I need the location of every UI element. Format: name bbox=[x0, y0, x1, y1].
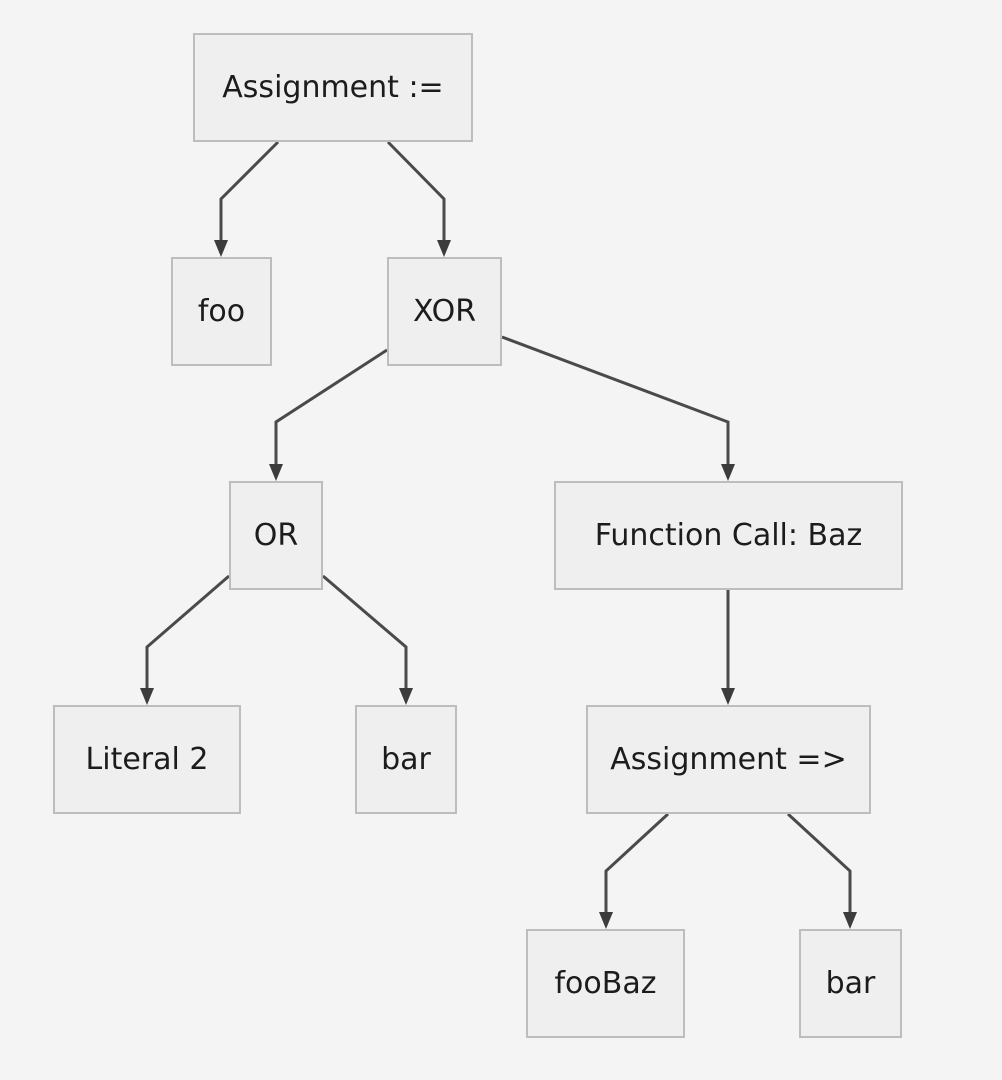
arrowhead-icon bbox=[721, 688, 735, 705]
edge-line bbox=[501, 335, 730, 464]
edge-assignment-arrow-to-foobaz bbox=[599, 812, 670, 929]
node-function-call: Function Call: Baz bbox=[554, 481, 903, 590]
arrowhead-icon bbox=[843, 912, 857, 929]
node-foobaz: fooBaz bbox=[526, 929, 685, 1038]
edge-or-to-bar-left bbox=[322, 574, 413, 705]
edge-line bbox=[386, 140, 446, 240]
node-literal-2: Literal 2 bbox=[53, 705, 241, 814]
node-foo: foo bbox=[171, 257, 272, 366]
arrowhead-icon bbox=[599, 912, 613, 929]
edge-line bbox=[604, 812, 670, 912]
edge-line bbox=[786, 812, 852, 912]
node-assignment-arrow: Assignment => bbox=[586, 705, 871, 814]
arrowhead-icon bbox=[437, 240, 451, 257]
node-assignment-root: Assignment := bbox=[193, 33, 473, 142]
arrowhead-icon bbox=[399, 688, 413, 705]
arrowhead-icon bbox=[269, 464, 283, 481]
edge-line bbox=[322, 574, 408, 688]
edge-assignment-to-xor bbox=[386, 140, 451, 257]
arrowhead-icon bbox=[214, 240, 228, 257]
edge-or-to-literal-2 bbox=[140, 574, 230, 705]
edge-line bbox=[219, 140, 280, 240]
node-xor: XOR bbox=[387, 257, 502, 366]
edge-assignment-arrow-to-bar-right bbox=[786, 812, 857, 929]
edge-assignment-to-foo bbox=[214, 140, 280, 257]
edge-xor-to-function-call bbox=[501, 335, 735, 481]
arrowhead-icon bbox=[721, 464, 735, 481]
arrowhead-icon bbox=[140, 688, 154, 705]
edge-line bbox=[145, 574, 230, 688]
edge-function-call-to-assignment-arrow bbox=[721, 590, 735, 705]
node-or: OR bbox=[229, 481, 323, 590]
node-bar-right: bar bbox=[799, 929, 902, 1038]
node-bar-left: bar bbox=[355, 705, 457, 814]
edge-line bbox=[274, 348, 388, 464]
edge-xor-to-or bbox=[269, 348, 388, 481]
